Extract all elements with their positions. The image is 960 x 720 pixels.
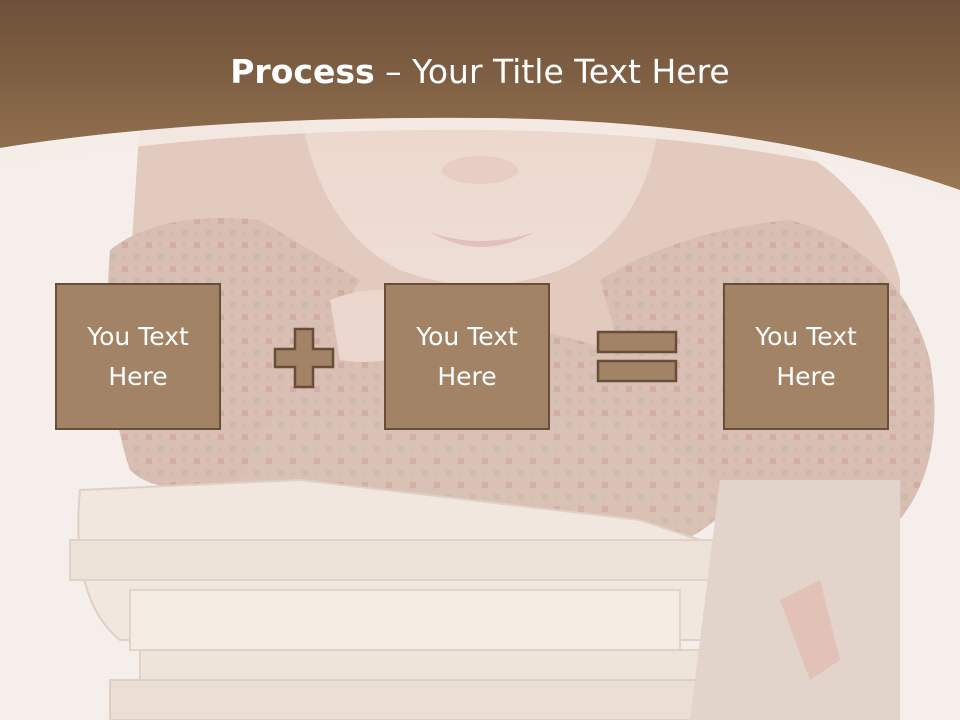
process-box-2[interactable]: You Text Here: [384, 283, 550, 430]
header-band: [0, 0, 960, 200]
slide-title: Process – Your Title Text Here: [0, 52, 960, 91]
plus-icon: [273, 327, 335, 389]
title-bold: Process: [230, 52, 375, 91]
process-box-3[interactable]: You Text Here: [723, 283, 889, 430]
title-rest: – Your Title Text Here: [374, 52, 730, 91]
process-box-1[interactable]: You Text Here: [55, 283, 221, 430]
equals-icon: [596, 330, 678, 383]
process-box-2-text: You Text Here: [416, 321, 518, 391]
process-box-3-text: You Text Here: [755, 321, 857, 391]
process-box-1-text: You Text Here: [87, 321, 189, 391]
